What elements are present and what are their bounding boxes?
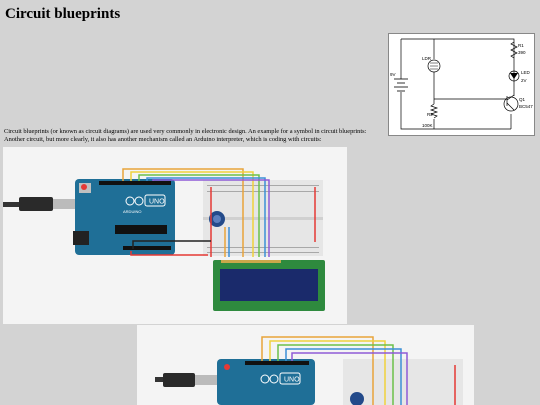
arduino-brand-label: UNO [149,199,165,206]
r1-label: R1 [518,43,524,48]
q1-label: Q1 [519,97,526,102]
page-title: Circuit blueprints [5,6,121,22]
intro-paragraph: Circuit blueprints (or known as circuit … [4,128,394,144]
vcc-label: 9V [390,72,396,77]
led-label: LED [521,70,531,75]
ldr-label: LDR [422,56,432,61]
paragraph-line-2: Another circuit, but more clearly, it al… [4,136,322,143]
r2-value: 100K [422,123,433,128]
arduino-brand-label-2: UNO [284,377,300,384]
paragraph-line-1: Circuit blueprints (or known as circuit … [4,128,367,135]
q1-value: BC547 [519,104,533,109]
r2-label: R2 [427,112,433,117]
circuit-schematic-image: 9V LDR R1 390 LED 2V Q1 BC547 R2 100K [388,33,535,136]
arduino-board-text: ARDUINO [123,209,141,214]
led-value: 2V [521,78,527,83]
r1-value: 390 [518,50,526,55]
arduino-circuit-image-2: UNO [137,325,474,405]
arduino-circuit-image: UNO ARDUINO [3,147,347,324]
